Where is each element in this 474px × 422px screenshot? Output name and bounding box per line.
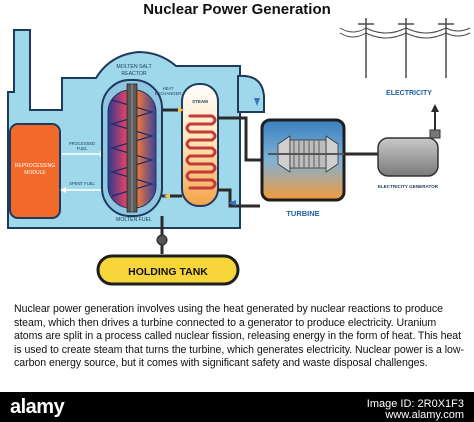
holding-tank-label: HOLDING TANK — [128, 266, 208, 278]
flow-arrow-down — [254, 98, 260, 106]
watermark-bar — [0, 392, 474, 422]
electricity-generator — [377, 129, 441, 177]
turbine — [260, 118, 346, 202]
primary-loop-pipes — [162, 107, 184, 199]
flow-arrow-left — [228, 200, 236, 206]
reprocessing-module: REPROCESSING MODULE — [9, 123, 61, 219]
site-label: www.alamy.com — [385, 409, 464, 421]
reprocessing-label-line2: MODULE — [24, 170, 46, 176]
steam-loop-pipes — [218, 98, 262, 208]
heat-exchanger-label-line2: EXCHANGER — [155, 91, 182, 96]
generator-label: ELECTRICITY GENERATOR — [378, 184, 439, 189]
diagram-title: Nuclear Power Generation — [143, 1, 331, 18]
holding-tank: HOLDING TANK — [96, 254, 240, 286]
stock-info: Image ID: 2R0X1F3 www.alamy.com — [367, 399, 464, 421]
reactor-label-line2: REACTOR — [121, 71, 147, 77]
diagram-stage: Nuclear Power Generation REPROCESSING MO… — [7, 1, 471, 286]
turbine-label: TURBINE — [286, 209, 319, 218]
processed-fuel-label-line1: PROCESSED — [69, 141, 95, 146]
heat-exchanger: STEAM — [181, 83, 219, 207]
heat-exchanger-label-line1: HEAT — [163, 86, 174, 91]
reprocessing-label-line1: REPROCESSING — [15, 163, 55, 169]
description-paragraph: Nuclear power generation involves using … — [14, 303, 464, 370]
holding-tank-pipe — [156, 216, 168, 254]
molten-fuel-label: MOLTEN FUEL — [116, 217, 152, 223]
image-id-label: Image ID: 2R0X1F3 — [366, 398, 464, 410]
processed-fuel-label-line2: FUEL — [77, 146, 88, 151]
molten-salt-reactor — [101, 79, 163, 217]
power-line-towers — [339, 18, 471, 78]
steam-label: STEAM — [192, 99, 208, 104]
nuclear-diagram: Nuclear Power Generation REPROCESSING MO… — [7, 1, 471, 286]
watermark-logo: alamy — [10, 396, 65, 418]
electricity-label: ELECTRICITY — [386, 90, 432, 97]
generator-output-line — [431, 104, 439, 130]
reactor-label-line1: MOLTEN SALT — [116, 64, 152, 70]
spent-fuel-label: SPENT FUEL — [69, 181, 95, 186]
